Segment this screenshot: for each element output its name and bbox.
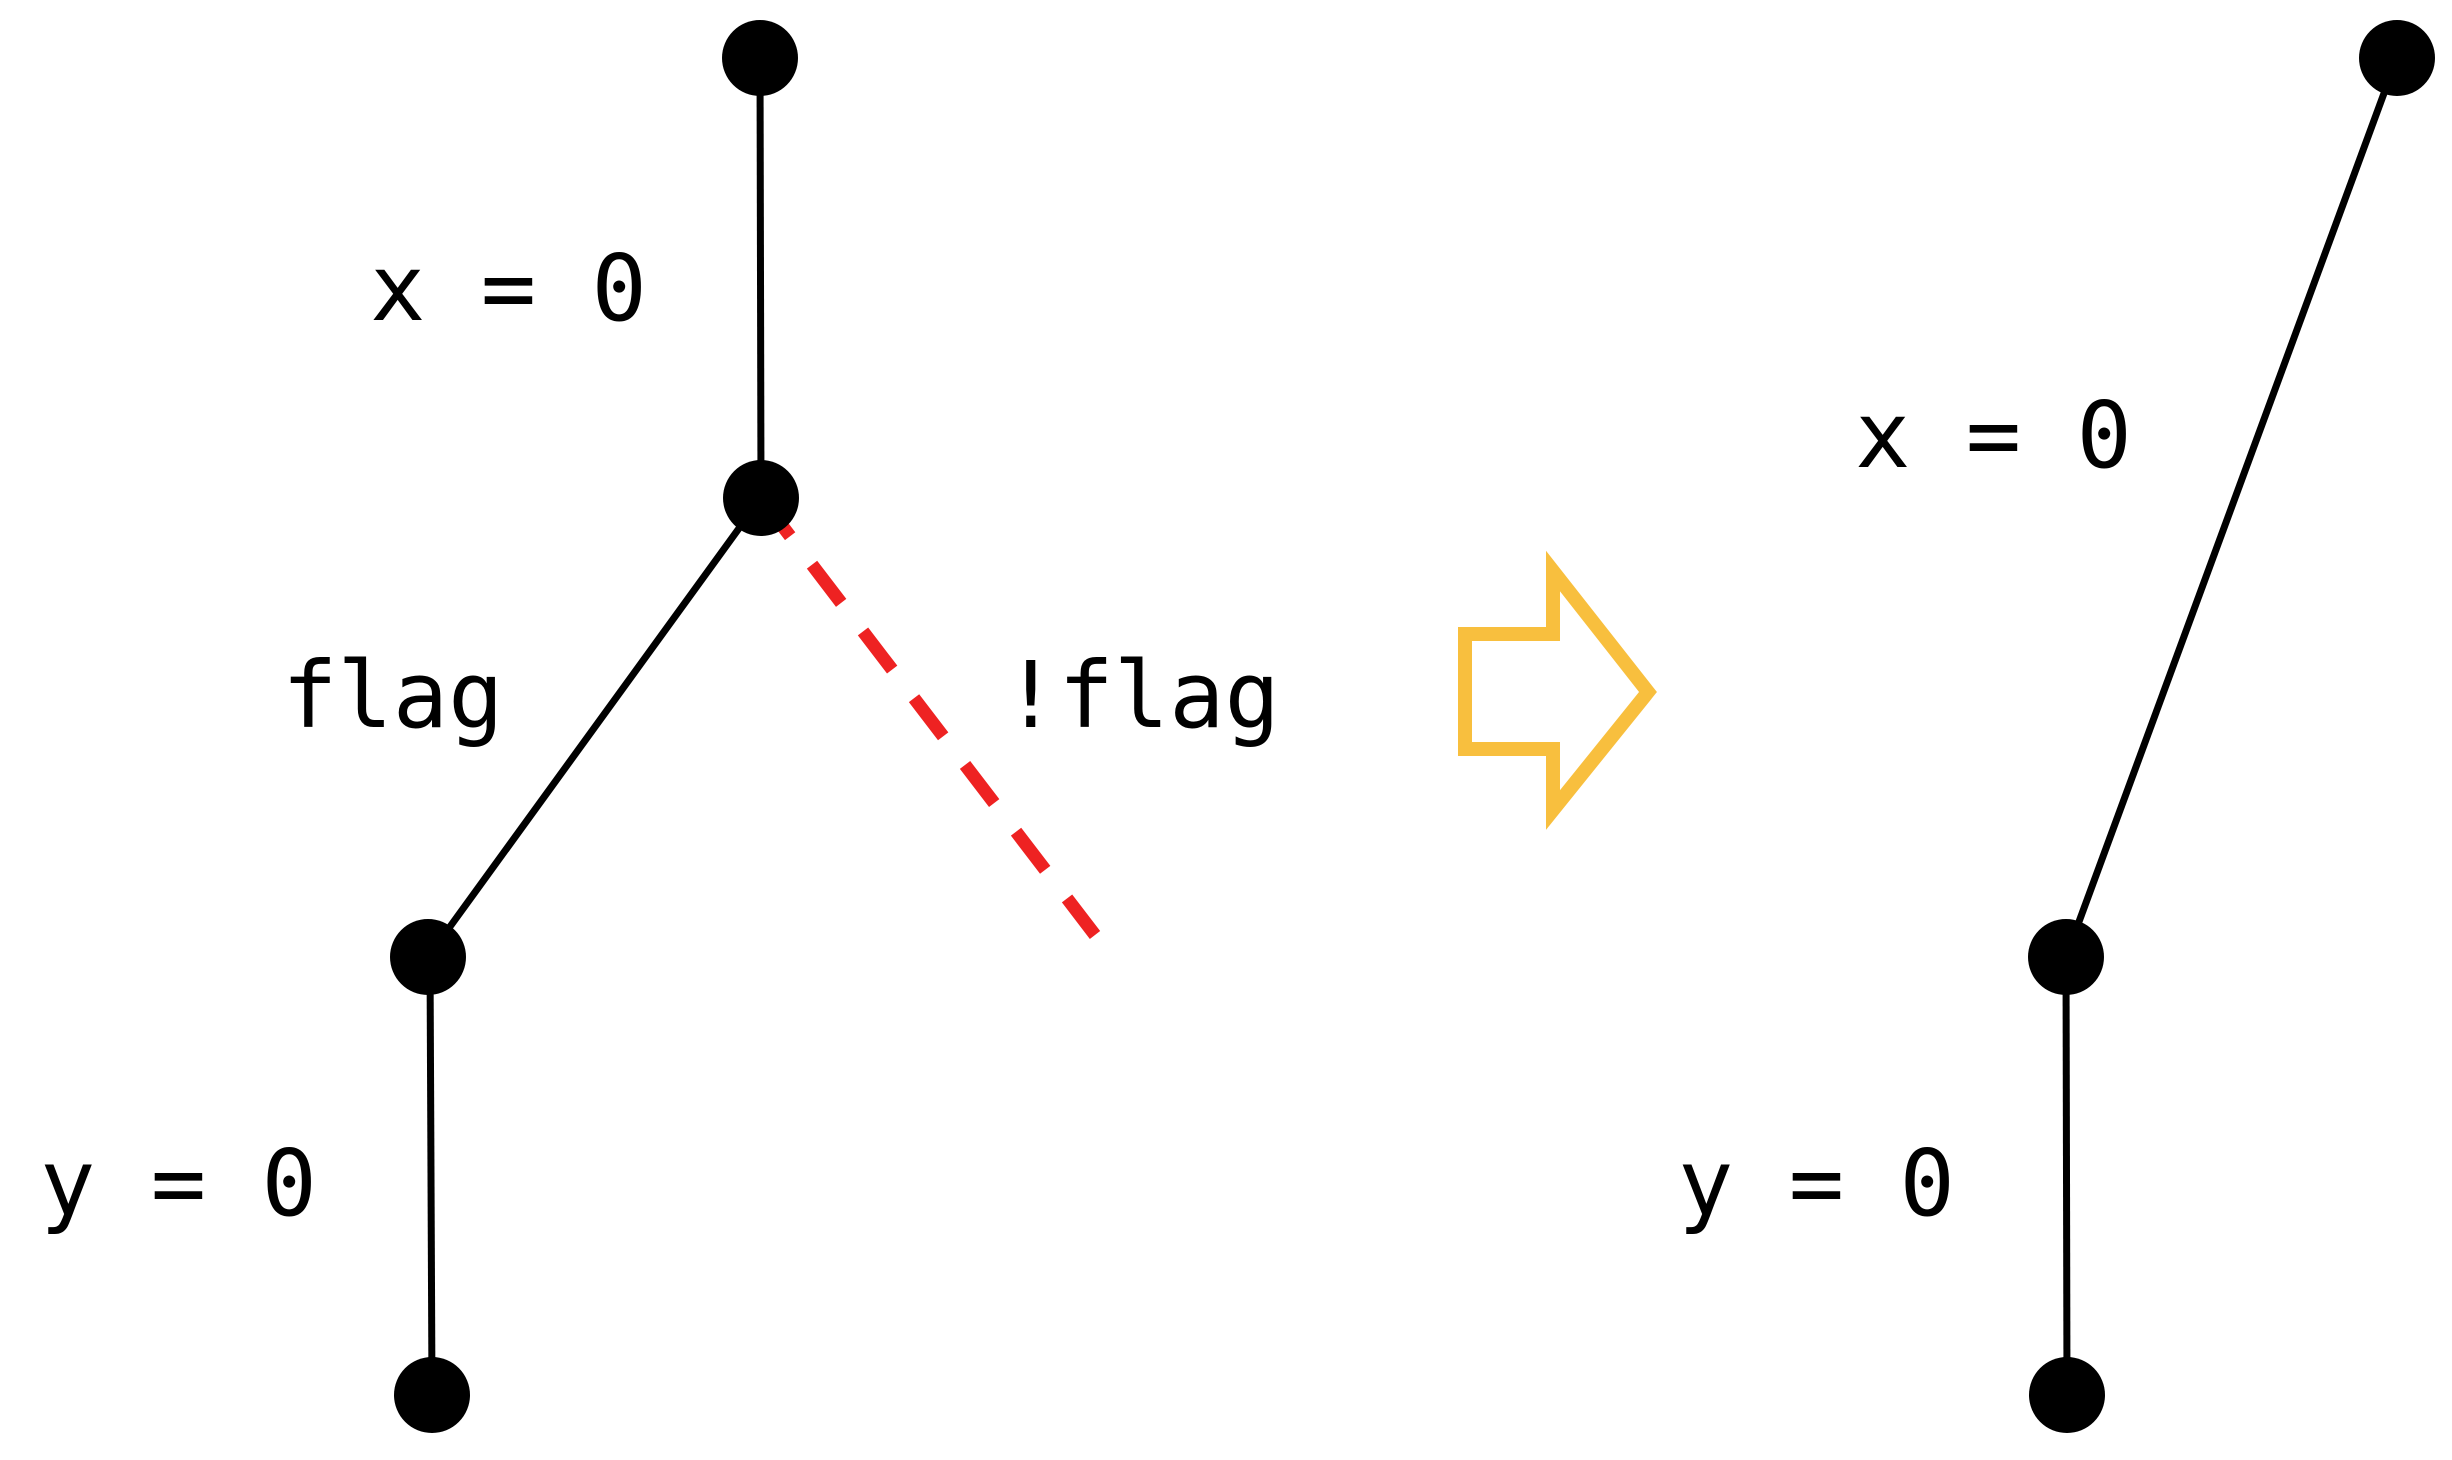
- left-edge-not-flag-pruned: [755, 494, 1101, 939]
- right-node-root: [2359, 20, 2435, 96]
- right-label-y-assign: y = 0: [1678, 1130, 1955, 1237]
- left-edge-x-assign: [756, 57, 765, 499]
- right-node-middle: [2028, 919, 2104, 995]
- right-edge-y-assign: [2062, 956, 2071, 1396]
- hollow-right-arrow-icon: [1458, 550, 1657, 830]
- left-edge-flag: [425, 495, 764, 960]
- right-tree: x = 0 y = 0: [1678, 20, 2435, 1433]
- right-edge-x-assign: [2062, 56, 2401, 959]
- right-label-x-assign: x = 0: [1855, 382, 2132, 489]
- left-label-y-assign: y = 0: [40, 1130, 317, 1237]
- left-node-branch: [723, 460, 799, 536]
- right-node-leaf: [2029, 1357, 2105, 1433]
- left-edge-y-assign: [426, 956, 436, 1396]
- left-label-flag: flag: [282, 642, 504, 749]
- left-label-not-flag: !flag: [1003, 642, 1280, 749]
- left-tree: x = 0 flag !flag y = 0: [40, 20, 1280, 1433]
- left-node-leaf: [394, 1357, 470, 1433]
- left-node-flag-child: [390, 919, 466, 995]
- left-label-x-assign: x = 0: [370, 235, 647, 342]
- left-node-root: [722, 20, 798, 96]
